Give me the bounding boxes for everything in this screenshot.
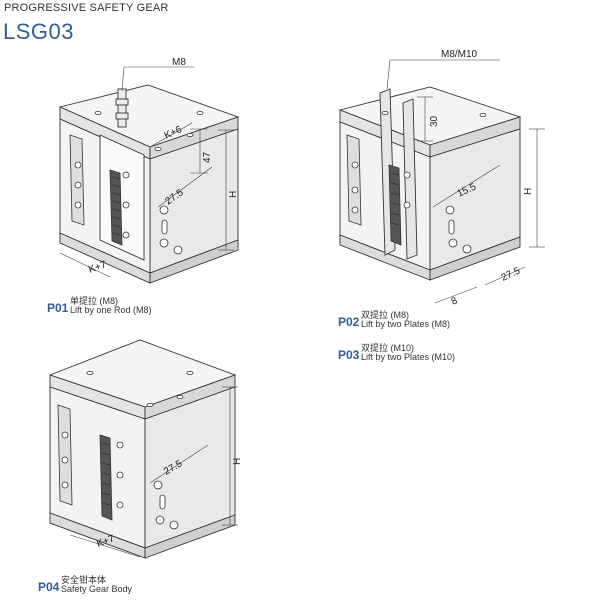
dim-p02-rod: M8/M10 [441, 49, 478, 60]
caption-zh: 安全钳本体 [61, 575, 107, 585]
caption-en: Safety Gear Body [61, 584, 133, 594]
document-category: PROGRESSIVE SAFETY GEAR [4, 2, 169, 14]
caption-en: Lift by one Rod (M8) [70, 305, 152, 315]
caption-p01: P01 单提拉 (M8) Lift by one Rod (M8) [47, 294, 217, 320]
dim-p02-8: 8 [450, 295, 460, 308]
drawing-p01: M8 K+6 47 27.5 H K+7 [58, 57, 240, 284]
caption-code: P01 [47, 301, 69, 315]
caption-code: P04 [38, 580, 60, 594]
dim-p01-rod: M8 [172, 57, 186, 68]
caption-zh: 单提拉 (M8) [70, 296, 118, 306]
dim-p04-h: H [232, 458, 243, 465]
caption-en: Lift by two Plates (M10) [361, 352, 456, 362]
dim-p01-h: H [228, 191, 239, 198]
caption-p03: P03 双提拉 (M10) Lift by two Plates (M10) [338, 341, 518, 367]
caption-en: Lift by two Plates (M8) [361, 319, 451, 329]
caption-zh: 双提拉 (M8) [361, 310, 409, 320]
dim-p02-30: 30 [429, 115, 440, 127]
caption-p04: P04 安全钳本体 Safety Gear Body [38, 573, 208, 599]
caption-p02: P02 双提拉 (M8) Lift by two Plates (M8) [338, 308, 518, 334]
drawing-p02: M8/M10 30 15.5 H 27.5 8 [338, 49, 545, 308]
model-title: LSG03 [3, 19, 74, 44]
drawing-p04: 27.5 H K+7 [48, 339, 243, 559]
caption-code: P02 [338, 315, 360, 329]
caption-code: P03 [338, 348, 360, 362]
dim-p02-h: H [523, 188, 534, 195]
dim-p01-47: 47 [202, 151, 213, 163]
dim-p02-275: 27.5 [500, 265, 523, 283]
caption-zh: 双提拉 (M10) [361, 343, 415, 353]
